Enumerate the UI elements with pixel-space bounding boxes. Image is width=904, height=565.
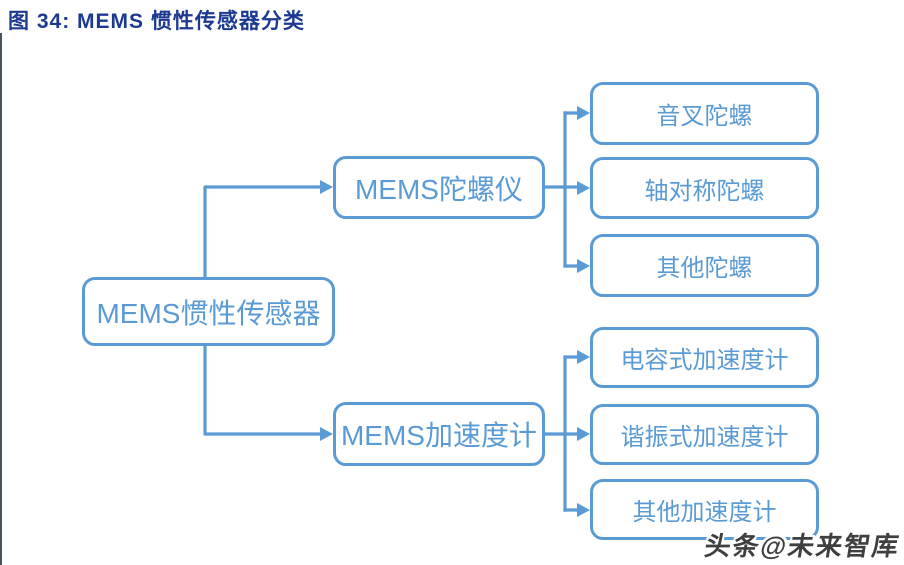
node-label: 电容式加速度计 xyxy=(620,347,789,374)
arrow-into-accel-child-3 xyxy=(577,503,590,517)
arrow-into-accel-child-2 xyxy=(577,427,590,441)
arrow-into-gyro-child-3 xyxy=(577,259,590,273)
node-label: MEMS加速度计 xyxy=(340,420,537,451)
node-capacitive-accelerometer: 电容式加速度计 xyxy=(590,327,819,388)
arrow-into-gyro xyxy=(320,180,333,194)
node-label: 轴对称陀螺 xyxy=(644,177,765,205)
node-other-gyro: 其他陀螺 xyxy=(590,234,819,297)
node-label: MEMS惯性传感器 xyxy=(96,297,321,329)
arrow-into-gyro-child-2 xyxy=(577,181,590,195)
node-tuning-fork-gyro: 音叉陀螺 xyxy=(590,82,819,145)
node-mems-accelerometer: MEMS加速度计 xyxy=(333,402,545,466)
node-other-accelerometer: 其他加速度计 xyxy=(590,479,819,540)
node-label: 其他加速度计 xyxy=(632,499,777,526)
watermark: 头条@未来智库 xyxy=(702,531,903,561)
node-label: 音叉陀螺 xyxy=(656,103,753,130)
node-label: 谐振式加速度计 xyxy=(620,424,789,451)
connector-root-to-accel xyxy=(203,344,324,436)
node-mems-gyroscope: MEMS陀螺仪 xyxy=(333,156,545,219)
node-label: 其他陀螺 xyxy=(656,255,753,282)
arrow-into-gyro-child-1 xyxy=(577,106,590,120)
connector-root-to-gyro xyxy=(203,185,324,279)
arrowheads xyxy=(320,106,590,517)
node-axisymmetric-gyro: 轴对称陀螺 xyxy=(590,157,819,219)
left-border-rule xyxy=(0,33,2,565)
figure-title: 图 34: MEMS 惯性传感器分类 xyxy=(8,10,305,33)
node-mems-inertial-sensor: MEMS惯性传感器 xyxy=(82,277,335,346)
arrow-into-accel-child-1 xyxy=(577,350,590,364)
node-label: MEMS陀螺仪 xyxy=(354,173,523,205)
node-resonant-accelerometer: 谐振式加速度计 xyxy=(590,404,819,465)
arrow-into-accel xyxy=(320,427,333,441)
